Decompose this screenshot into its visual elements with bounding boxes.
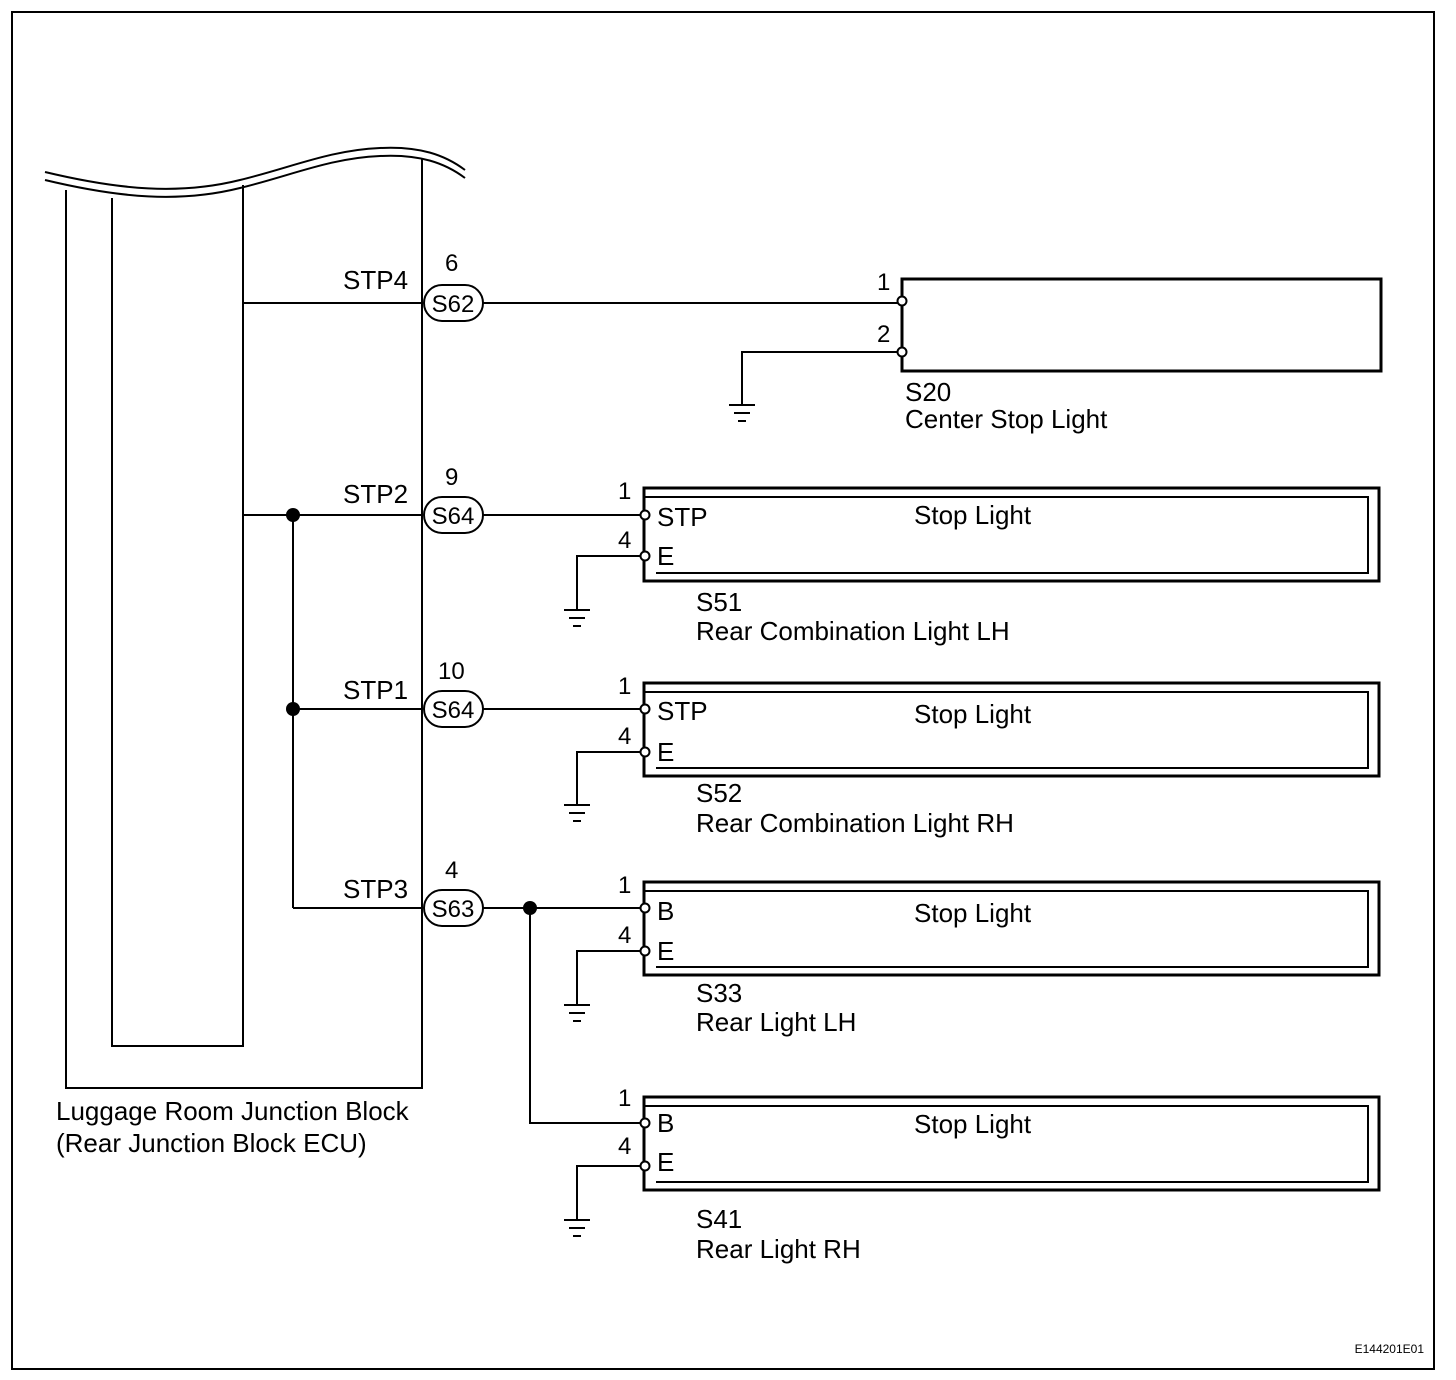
ground-icon (564, 804, 590, 822)
outer-frame (11, 11, 1435, 1370)
connector-s64-stp1: S64 (423, 690, 484, 728)
splice-point (523, 901, 537, 915)
svg-text:S64: S64 (432, 503, 475, 530)
component-code: S41 (696, 1204, 742, 1234)
connector-s64-stp2: S64 (423, 496, 484, 534)
pin-number: 1 (877, 269, 890, 296)
pin-number: 2 (877, 321, 890, 348)
pin-number: 6 (445, 250, 458, 277)
load-rear-combination-light-lh: 1 4 STP E Stop Light S51 Rear Combinatio… (564, 478, 1381, 646)
junction-block-label: Luggage Room Junction Block (56, 1096, 410, 1126)
svg-text:S64: S64 (432, 697, 475, 724)
inner-label: Stop Light (914, 898, 1032, 928)
pin-number: 9 (445, 464, 458, 491)
ground-icon (729, 404, 755, 422)
terminal-label: E (657, 936, 674, 966)
inner-label: Stop Light (914, 699, 1032, 729)
terminal-label: B (657, 1108, 674, 1138)
splice-point (286, 702, 300, 716)
terminal-label: B (657, 896, 674, 926)
terminal-label: E (657, 541, 674, 571)
pin-number: 10 (438, 658, 465, 685)
connector-s63: S63 (423, 889, 484, 927)
component-code: S33 (696, 978, 742, 1008)
component-code: S52 (696, 778, 742, 808)
load-rear-light-lh: 1 4 B E Stop Light S33 Rear Light LH (564, 872, 1381, 1037)
component-name: Rear Combination Light LH (696, 616, 1010, 646)
ground-icon (564, 609, 590, 627)
terminal-label: STP (657, 502, 708, 532)
component-name: Center Stop Light (905, 404, 1108, 434)
pin-number: 4 (618, 527, 631, 554)
svg-text:S62: S62 (432, 291, 475, 318)
component-name: Rear Light LH (696, 1007, 856, 1037)
ground-icon (564, 1004, 590, 1022)
splice-point (286, 508, 300, 522)
component-name: Rear Light RH (696, 1234, 861, 1264)
junction-block-sublabel: (Rear Junction Block ECU) (56, 1128, 367, 1158)
load-center-stop-light: 1 2 S20 Center Stop Light (729, 269, 1383, 434)
junction-block (44, 146, 466, 1089)
pin-number: 1 (618, 872, 631, 899)
inner-label: Stop Light (914, 1109, 1032, 1139)
terminal-label-stp2: STP2 (343, 479, 408, 509)
pin-number: 4 (618, 922, 631, 949)
pin-number: 4 (618, 723, 631, 750)
terminal-label-stp4: STP4 (343, 265, 408, 295)
ground-icon (564, 1219, 590, 1237)
terminal-label: E (657, 1147, 674, 1177)
terminal-label-stp1: STP1 (343, 675, 408, 705)
load-rear-light-rh: 1 4 B E Stop Light S41 Rear Light RH (564, 1085, 1381, 1264)
svg-text:S63: S63 (432, 896, 475, 923)
figure-id: E144201E01 (1355, 1342, 1425, 1356)
pin-number: 4 (618, 1133, 631, 1160)
terminal-label-stp3: STP3 (343, 874, 408, 904)
component-code: S20 (905, 377, 951, 407)
terminal-label: STP (657, 696, 708, 726)
pin-number: 1 (618, 478, 631, 505)
connector-s62: S62 (423, 284, 484, 322)
pin-number: 1 (618, 1085, 631, 1112)
load-rear-combination-light-rh: 1 4 STP E Stop Light S52 Rear Combinatio… (564, 673, 1381, 838)
pin-number: 1 (618, 673, 631, 700)
inner-label: Stop Light (914, 500, 1032, 530)
component-name: Rear Combination Light RH (696, 808, 1014, 838)
component-code: S51 (696, 587, 742, 617)
terminal-label: E (657, 737, 674, 767)
pin-number: 4 (445, 857, 458, 884)
